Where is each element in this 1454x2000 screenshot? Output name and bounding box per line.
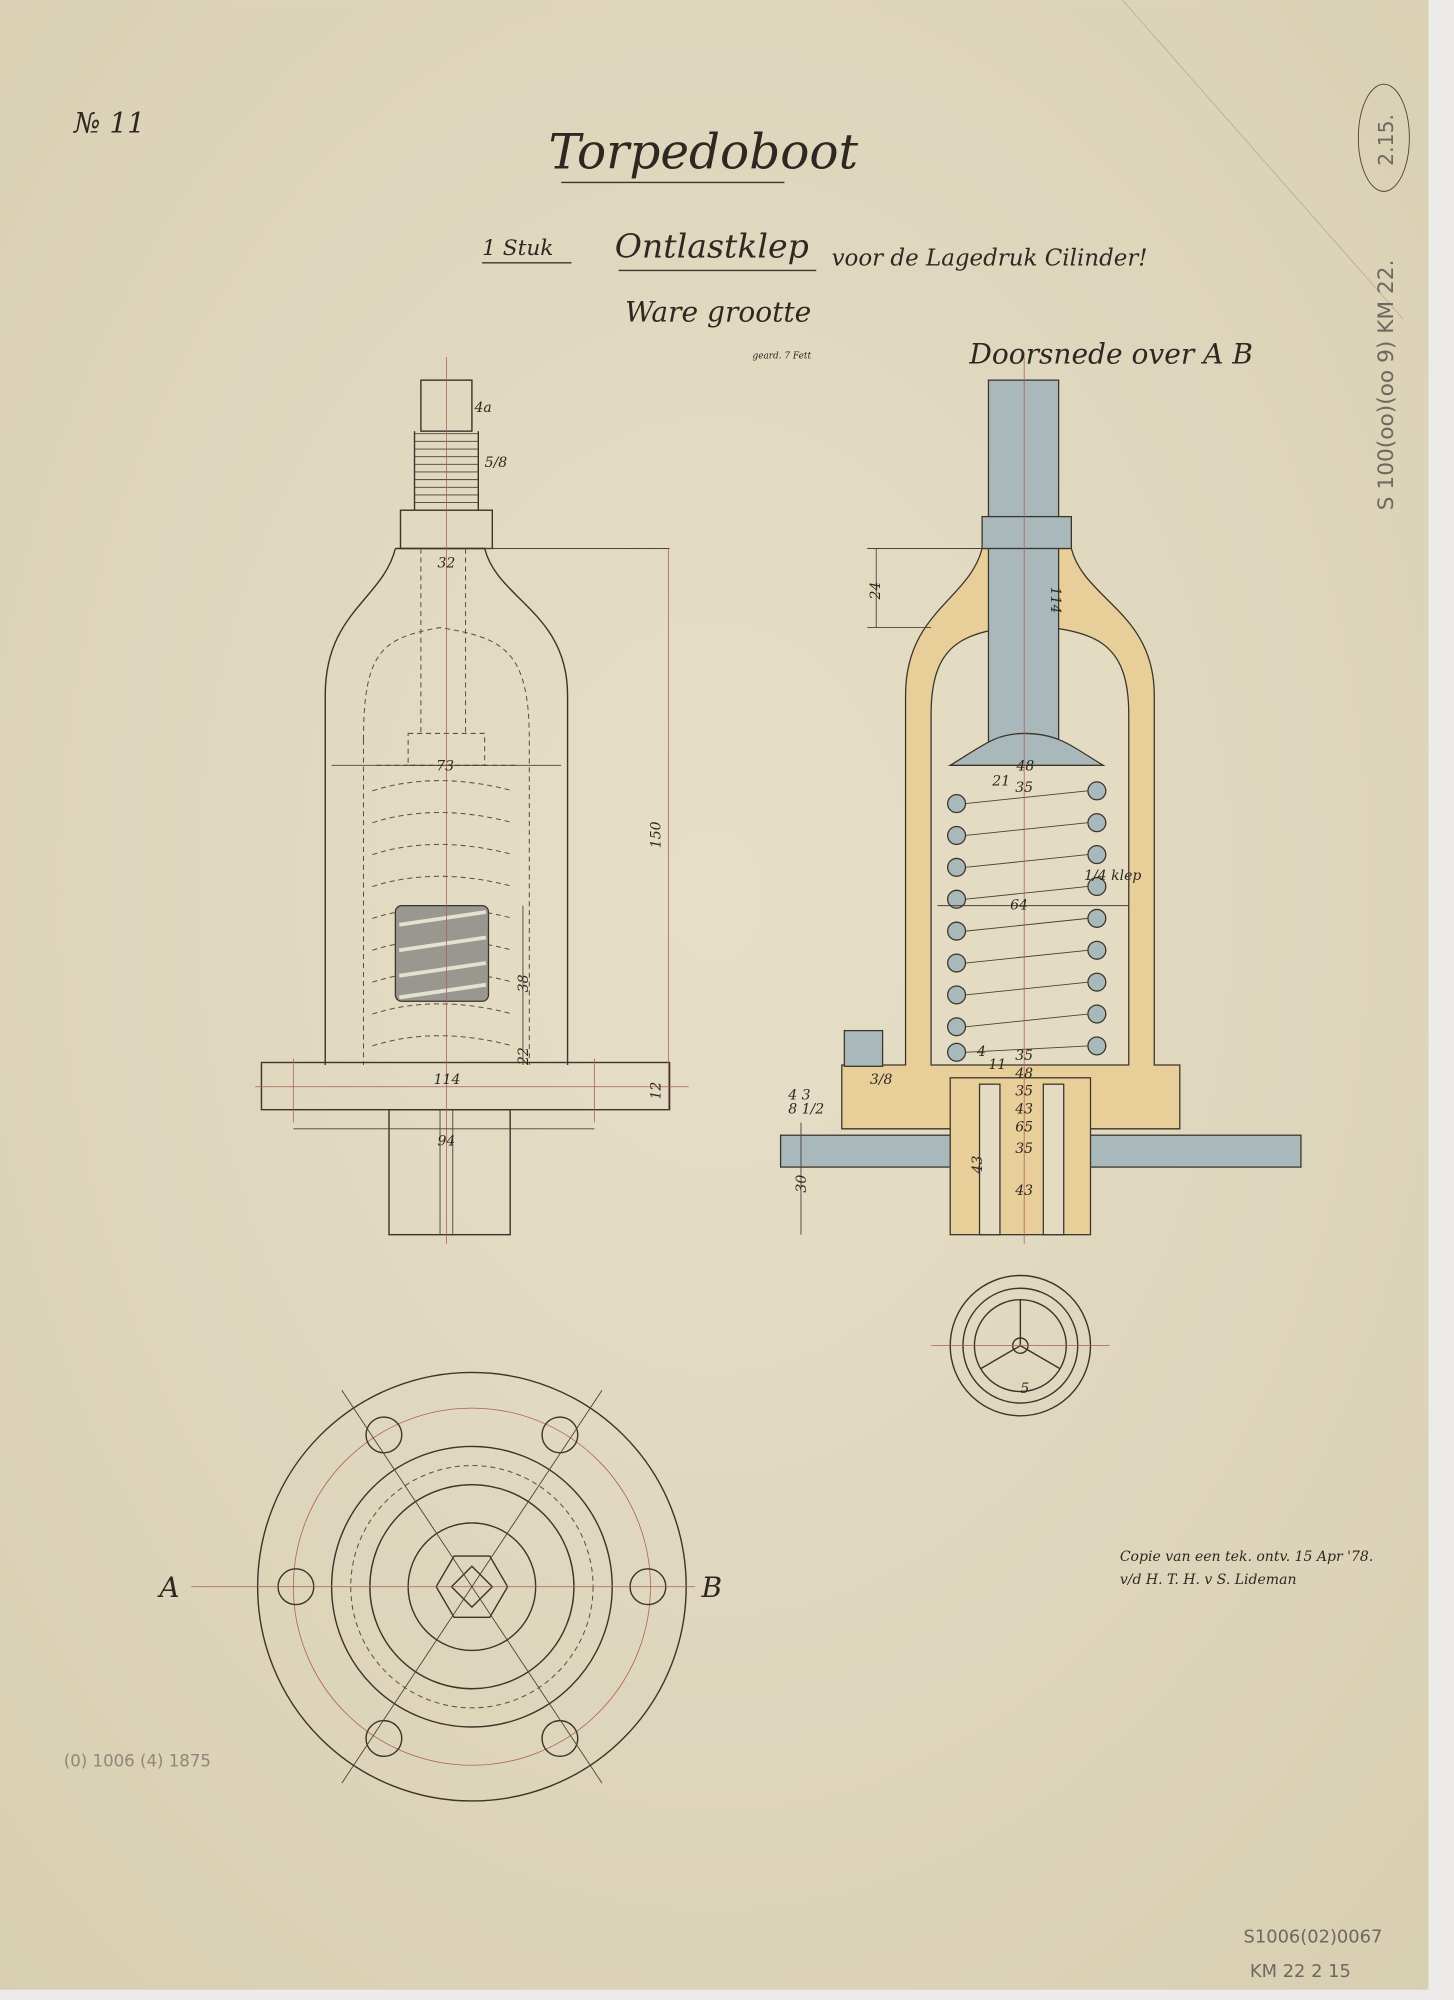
dim-label: 35 bbox=[1015, 1084, 1033, 1100]
valve-plan-view: 5 bbox=[931, 1274, 1110, 1417]
dim-label: 4 3 bbox=[787, 1087, 810, 1103]
dim-label: 48 bbox=[1014, 1066, 1033, 1082]
subtitle-qty: 1 Stuk bbox=[482, 236, 553, 261]
dim-label: 43 bbox=[970, 1156, 986, 1175]
copy-note-line2: v/d H. T. H. v S. Lideman bbox=[1120, 1572, 1297, 1588]
dim-label: 5/8 bbox=[485, 455, 508, 471]
small-stamp: geard. 7 Fett bbox=[753, 351, 812, 361]
dim-label: 43 bbox=[1014, 1183, 1033, 1199]
section-mark-b: B bbox=[700, 1571, 722, 1604]
sheet-title: Torpedoboot bbox=[548, 124, 858, 180]
dim-label: 48 bbox=[1016, 758, 1035, 774]
dim-label: 5 bbox=[1020, 1381, 1029, 1397]
dim-label: 1/4 klep bbox=[1084, 868, 1141, 884]
paper-sheet bbox=[0, 0, 1429, 1990]
dim-label: 150 bbox=[649, 821, 665, 848]
dim-label: 35 bbox=[1015, 780, 1033, 796]
dim-label: 73 bbox=[436, 758, 454, 774]
dim-label: 114 bbox=[1047, 587, 1063, 614]
archive-circle: 2.15. bbox=[1374, 114, 1398, 166]
section-mark-a: A bbox=[156, 1571, 179, 1604]
dim-label: 4 bbox=[976, 1044, 986, 1060]
dim-label: 64 bbox=[1010, 897, 1028, 913]
faint-stamp: (0) 1006 (4) 1875 bbox=[64, 1752, 211, 1771]
archive-number-2: KM 22 2 15 bbox=[1250, 1961, 1351, 1982]
dim-label: 30 bbox=[794, 1175, 810, 1193]
dim-label: 43 bbox=[1014, 1102, 1033, 1118]
scale-note: Ware grootte bbox=[625, 295, 811, 328]
dim-label: 24 bbox=[868, 582, 884, 601]
archive-vertical: S 100(oo)(oo 9) KM 22. bbox=[1374, 260, 1399, 511]
dim-label: 8 1/2 bbox=[788, 1102, 824, 1118]
subtitle-rest: voor de Lagedruk Cilinder! bbox=[832, 245, 1148, 271]
dim-label: 114 bbox=[434, 1072, 461, 1088]
dim-label: 65 bbox=[1015, 1119, 1033, 1135]
dim-label: 21 bbox=[991, 774, 1010, 790]
dim-label: 32 bbox=[437, 556, 455, 572]
dim-label: 35 bbox=[1015, 1141, 1033, 1157]
section-title: Doorsnede over A B bbox=[968, 338, 1253, 371]
dim-label: 22 bbox=[516, 1047, 532, 1066]
dim-label: 94 bbox=[437, 1133, 455, 1149]
dim-label: 4a bbox=[473, 400, 491, 416]
dim-label: 3/8 bbox=[870, 1072, 893, 1088]
dim-label: 12 bbox=[649, 1082, 665, 1100]
dim-label: 38 bbox=[516, 974, 532, 992]
subtitle-part: Ontlastklep bbox=[615, 227, 809, 266]
section-view: 24 114 21 48 35 64 1/4 klep 3/8 11 4 35 … bbox=[779, 357, 1302, 1244]
dim-label: 35 bbox=[1015, 1048, 1033, 1064]
dim-label: 11 bbox=[988, 1057, 1006, 1073]
flange-plan-view: A B bbox=[156, 1371, 722, 1802]
spring-detail bbox=[394, 904, 490, 1002]
copy-note-line1: Copie van een tek. ontv. 15 Apr '78. bbox=[1120, 1549, 1373, 1565]
archive-number-1: S1006(02)0067 bbox=[1244, 1927, 1383, 1948]
elevation-view: 4a 5/8 32 73 150 38 22 114 12 94 bbox=[255, 357, 689, 1244]
sheet-number: № 11 bbox=[73, 107, 145, 140]
